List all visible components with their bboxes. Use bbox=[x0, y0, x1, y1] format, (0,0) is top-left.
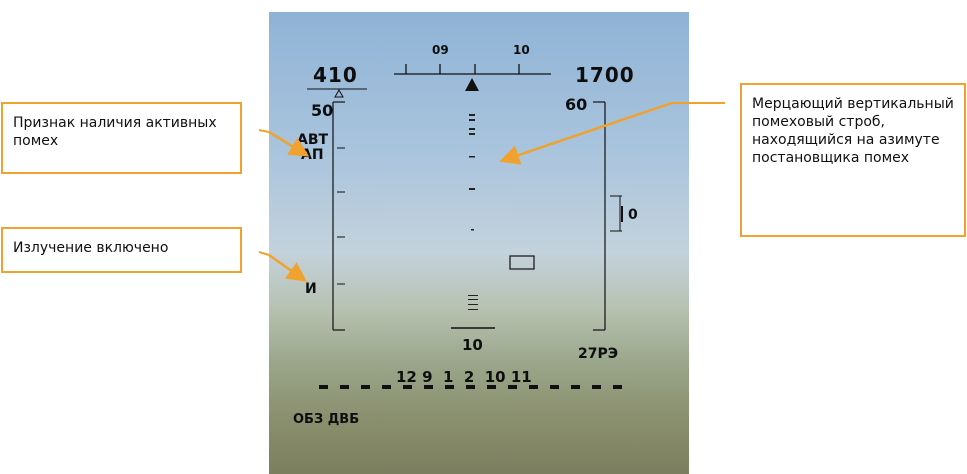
callout-jam-strobe-text: Мерцающий вертикальный помеховый строб, … bbox=[752, 96, 954, 166]
target-box bbox=[509, 255, 535, 270]
altitude-readout: 1700 bbox=[575, 63, 635, 87]
speed-marker bbox=[334, 88, 344, 98]
callout-emission-on: Излучение включено bbox=[1, 227, 242, 273]
callout-jamming-sign: Признак наличия активных помех bbox=[1, 102, 242, 174]
speed-readout: 410 bbox=[313, 63, 358, 87]
hud-view: 09 10 410 1700 50 АВТ АП И 60 0 bbox=[269, 12, 689, 474]
radar-mode: ОБЗ ДВБ bbox=[293, 412, 359, 427]
arrow-jamming bbox=[268, 130, 310, 157]
arrow-strobe bbox=[499, 101, 673, 165]
heading-marker bbox=[465, 78, 479, 91]
arrow-emission bbox=[268, 253, 308, 282]
right-scale-value: 0 bbox=[628, 207, 638, 223]
emission-indicator: И bbox=[305, 281, 317, 297]
callout-jam-strobe: Мерцающий вертикальный помеховый строб, … bbox=[740, 83, 966, 237]
connector-emission bbox=[258, 251, 270, 256]
callout-jamming-sign-text: Признак наличия активных помех bbox=[13, 115, 217, 149]
hud-symbology: 09 10 410 1700 50 АВТ АП И 60 0 bbox=[293, 43, 638, 427]
heading-label-09: 09 bbox=[432, 43, 449, 57]
range-value: 10 bbox=[462, 336, 483, 354]
right-scale-top-label: 60 bbox=[565, 95, 587, 114]
weapon-mode: 27РЭ bbox=[578, 346, 618, 362]
left-scale-top-label: 50 bbox=[311, 101, 333, 120]
heading-label-10: 10 bbox=[513, 43, 530, 57]
connector-jamming bbox=[258, 129, 270, 133]
target-numbers: 12 9 1 2 10 11 bbox=[396, 368, 532, 386]
jamming-strobe bbox=[468, 114, 478, 310]
callout-emission-on-text: Излучение включено bbox=[13, 240, 169, 256]
